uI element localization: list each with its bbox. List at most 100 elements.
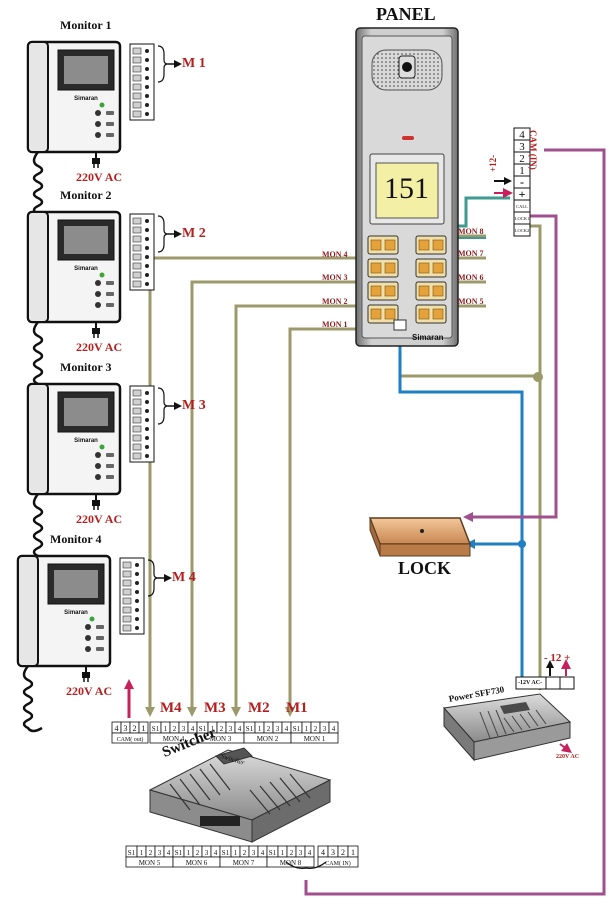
switcher-terminal-number: 3: [252, 849, 256, 857]
switcher-terminal-number: 2: [173, 725, 177, 733]
switcher-group-label: MON 3: [210, 735, 232, 743]
wire-mon3: [187, 280, 380, 717]
power-plug-icon: [82, 672, 90, 678]
cam-in-number: 3: [331, 848, 335, 857]
wire-mon2: [231, 304, 380, 717]
monitor-bus-label: M 3: [182, 398, 206, 413]
switcher-terminal-number: 4: [214, 849, 218, 857]
monitor-key: [106, 111, 114, 115]
handset-cord: [32, 321, 53, 389]
cam-in-label: CAM( IN): [325, 860, 351, 867]
switcher-terminal-number: 1: [211, 725, 215, 733]
switcher-terminal-number: S1: [128, 849, 136, 857]
switcher-terminal-number: 1: [187, 849, 191, 857]
switcher-terminal-number: S1: [199, 725, 207, 733]
monitor-button: [95, 452, 101, 458]
switcher-terminal-number: 3: [205, 849, 209, 857]
switcher-terminal-number: 1: [281, 849, 285, 857]
switcher-terminal-number: 3: [323, 725, 327, 733]
switcher-group-label: MON 8: [280, 859, 302, 867]
switcher-device: [148, 747, 332, 843]
monitor-title: Monitor 3: [60, 360, 112, 374]
switcher-input-label: M1: [286, 700, 308, 716]
signal-terminal: [513, 223, 531, 237]
power-output-label: - 12 +: [544, 652, 571, 664]
handset-icon: [27, 41, 49, 153]
cam-in-brace: [285, 861, 327, 869]
switcher-terminal-number: 2: [314, 725, 318, 733]
panel-button-label: MON 8: [458, 227, 484, 236]
switcher-terminal-number: 2: [196, 849, 200, 857]
monitor-power-label: 220V AC: [76, 512, 123, 526]
monitor-button: [95, 280, 101, 286]
panel-buttons: [367, 235, 447, 324]
status-led-icon: [89, 616, 95, 622]
cam-in-label: CAM (IN): [528, 130, 538, 170]
monitor-title: Monitor 1: [60, 18, 112, 32]
switcher-terminal-number: 2: [243, 849, 247, 857]
panel-display-number: 151: [384, 172, 429, 205]
switcher-terminal-number: 1: [140, 849, 144, 857]
monitor-brand: Simaran: [64, 610, 88, 616]
monitor-title: Monitor 2: [60, 188, 112, 202]
handset-icon: [27, 211, 49, 323]
panel-button-label: MON 5: [458, 297, 484, 306]
monitor-brand: Simaran: [74, 438, 98, 444]
monitor-power-label: 220V AC: [76, 340, 123, 354]
switcher-terminal-number: S1: [246, 725, 254, 733]
monitor-key: [96, 636, 104, 640]
power-plug-icon: [92, 328, 100, 334]
monitor-unit: Simaran: [16, 554, 172, 733]
cam-out-number: 1: [142, 724, 146, 733]
cam-out-number: 4: [115, 724, 119, 733]
status-led-icon: [99, 102, 105, 108]
panel-title: PANEL: [376, 4, 436, 24]
switcher-group-label: MON 7: [233, 859, 255, 867]
cam-terminal-number: 1: [519, 165, 525, 177]
switcher-group-label: MON 5: [139, 859, 161, 867]
monitor-screen-glass: [64, 56, 108, 84]
monitor-unit: Simaran: [26, 210, 182, 389]
electric-lock: [368, 517, 472, 557]
switcher-input-label: M4: [160, 700, 182, 716]
switcher-terminal-number: 1: [164, 725, 168, 733]
monitor-bus-label: M 4: [172, 570, 196, 585]
cam-terminal-number: 3: [519, 141, 525, 153]
power-plug-icon: [92, 500, 100, 506]
panel-button-label: MON 6: [458, 273, 484, 282]
cam-out-number: 2: [133, 724, 137, 733]
lock-label: LOCK: [398, 558, 452, 578]
switcher-terminal-number: S1: [222, 849, 230, 857]
switcher-terminal-number: 4: [238, 725, 242, 733]
switcher-input-label: M2: [248, 700, 270, 716]
switcher-group-label: MON 1: [304, 735, 326, 743]
monitor-screen-glass: [64, 398, 108, 426]
monitor-key: [96, 625, 104, 629]
cam-out-number: 3: [124, 724, 128, 733]
wire-lock-blue: [398, 332, 524, 685]
panel-display: [375, 162, 439, 219]
monitor-screen-glass: [54, 570, 98, 598]
switcher-terminal-number: 4: [332, 725, 336, 733]
monitor-button: [95, 463, 101, 469]
switcher-terminal-number: S1: [175, 849, 183, 857]
monitor-key: [96, 647, 104, 651]
monitor-bus-label: M 1: [182, 56, 206, 71]
monitor-terminal-block: [129, 43, 155, 121]
switcher-terminal-number: 4: [191, 725, 195, 733]
switcher-terminal-number: 3: [182, 725, 186, 733]
monitor-screen-glass: [64, 226, 108, 254]
monitor-key: [106, 281, 114, 285]
monitor-button: [95, 121, 101, 127]
handset-cord: [32, 493, 53, 561]
switcher-terminal-number: 2: [290, 849, 294, 857]
power-terminal-sign: -: [520, 175, 524, 189]
monitor-button: [85, 646, 91, 652]
switcher-terminal-number: 2: [149, 849, 153, 857]
switcher-terminal-number: S1: [293, 725, 301, 733]
switcher-terminal-number: 1: [258, 725, 262, 733]
cam-out-label: CAM( out): [117, 736, 144, 743]
power-terminal-label: -12V AC-: [518, 680, 543, 686]
